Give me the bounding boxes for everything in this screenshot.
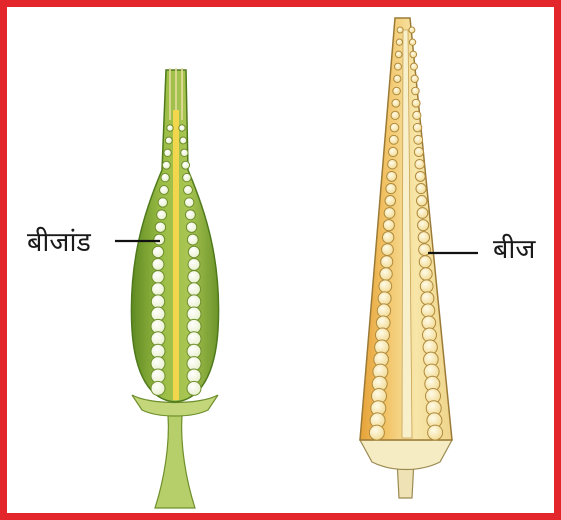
bead bbox=[428, 425, 443, 440]
young-pod-septum bbox=[173, 110, 179, 400]
bead bbox=[187, 307, 201, 321]
bead bbox=[383, 220, 394, 231]
bead bbox=[420, 280, 433, 293]
bead bbox=[152, 258, 164, 270]
bead bbox=[388, 147, 397, 156]
bead bbox=[158, 198, 167, 207]
seed-label: बीज bbox=[493, 236, 535, 263]
bead bbox=[180, 137, 187, 144]
bead bbox=[409, 39, 415, 45]
bead bbox=[395, 51, 402, 58]
bead bbox=[152, 246, 163, 257]
bead bbox=[181, 149, 188, 156]
bead bbox=[381, 256, 393, 268]
bead bbox=[188, 271, 200, 283]
bead bbox=[378, 292, 391, 305]
bead bbox=[412, 99, 420, 107]
young-pod-stalk bbox=[155, 415, 195, 508]
bead bbox=[388, 159, 398, 169]
bead bbox=[152, 271, 164, 283]
bead bbox=[165, 137, 172, 144]
bead bbox=[385, 196, 395, 206]
bead bbox=[390, 123, 399, 132]
bead bbox=[160, 186, 169, 195]
bead bbox=[164, 149, 171, 156]
bead bbox=[413, 123, 422, 132]
bead bbox=[392, 99, 400, 107]
bead bbox=[415, 171, 425, 181]
bead bbox=[397, 27, 403, 33]
bead bbox=[155, 222, 165, 232]
bead bbox=[185, 210, 195, 220]
bead bbox=[418, 232, 429, 243]
bead bbox=[409, 27, 415, 33]
bead bbox=[387, 171, 397, 181]
young-pod bbox=[131, 68, 218, 508]
bead bbox=[187, 234, 198, 245]
bead bbox=[416, 184, 426, 194]
bead bbox=[161, 173, 169, 181]
bead bbox=[151, 307, 165, 321]
bead bbox=[167, 125, 173, 131]
bead bbox=[185, 198, 194, 207]
bead bbox=[151, 381, 165, 395]
bead bbox=[188, 258, 200, 270]
bead bbox=[410, 51, 417, 58]
bead bbox=[419, 256, 431, 268]
ovule-label: बीजांड bbox=[27, 229, 91, 256]
bead bbox=[382, 244, 394, 256]
bead bbox=[396, 39, 402, 45]
mature-pod-base bbox=[360, 440, 452, 470]
bead bbox=[393, 87, 401, 95]
bead bbox=[184, 186, 193, 195]
bead bbox=[412, 87, 420, 95]
bead bbox=[379, 280, 392, 293]
bead bbox=[187, 295, 200, 308]
bead bbox=[415, 159, 425, 169]
bead bbox=[188, 283, 201, 296]
bead bbox=[420, 268, 432, 280]
bead bbox=[417, 208, 428, 219]
bead bbox=[151, 295, 164, 308]
bead bbox=[414, 135, 423, 144]
bead bbox=[187, 381, 201, 395]
bead bbox=[421, 292, 434, 305]
bead bbox=[421, 304, 434, 317]
bead bbox=[411, 75, 418, 82]
bead bbox=[182, 161, 190, 169]
bead bbox=[187, 332, 201, 346]
bead bbox=[391, 111, 399, 119]
bead bbox=[188, 246, 199, 257]
bead bbox=[157, 210, 167, 220]
bead bbox=[394, 75, 401, 82]
bead bbox=[183, 173, 191, 181]
bead bbox=[377, 304, 390, 317]
bead bbox=[369, 425, 384, 440]
bead bbox=[151, 332, 165, 346]
mature-pod bbox=[360, 18, 452, 498]
bead bbox=[179, 125, 185, 131]
bead bbox=[411, 63, 418, 70]
bead bbox=[418, 220, 429, 231]
bead bbox=[154, 234, 165, 245]
bead bbox=[386, 184, 396, 194]
bead bbox=[152, 283, 165, 296]
bead bbox=[395, 63, 402, 70]
bead bbox=[413, 111, 421, 119]
bead bbox=[417, 196, 427, 206]
bead bbox=[162, 161, 170, 169]
bead bbox=[382, 232, 393, 243]
bead bbox=[414, 147, 423, 156]
bead bbox=[380, 268, 392, 280]
bead bbox=[186, 222, 196, 232]
bead bbox=[389, 135, 398, 144]
bead bbox=[384, 208, 395, 219]
